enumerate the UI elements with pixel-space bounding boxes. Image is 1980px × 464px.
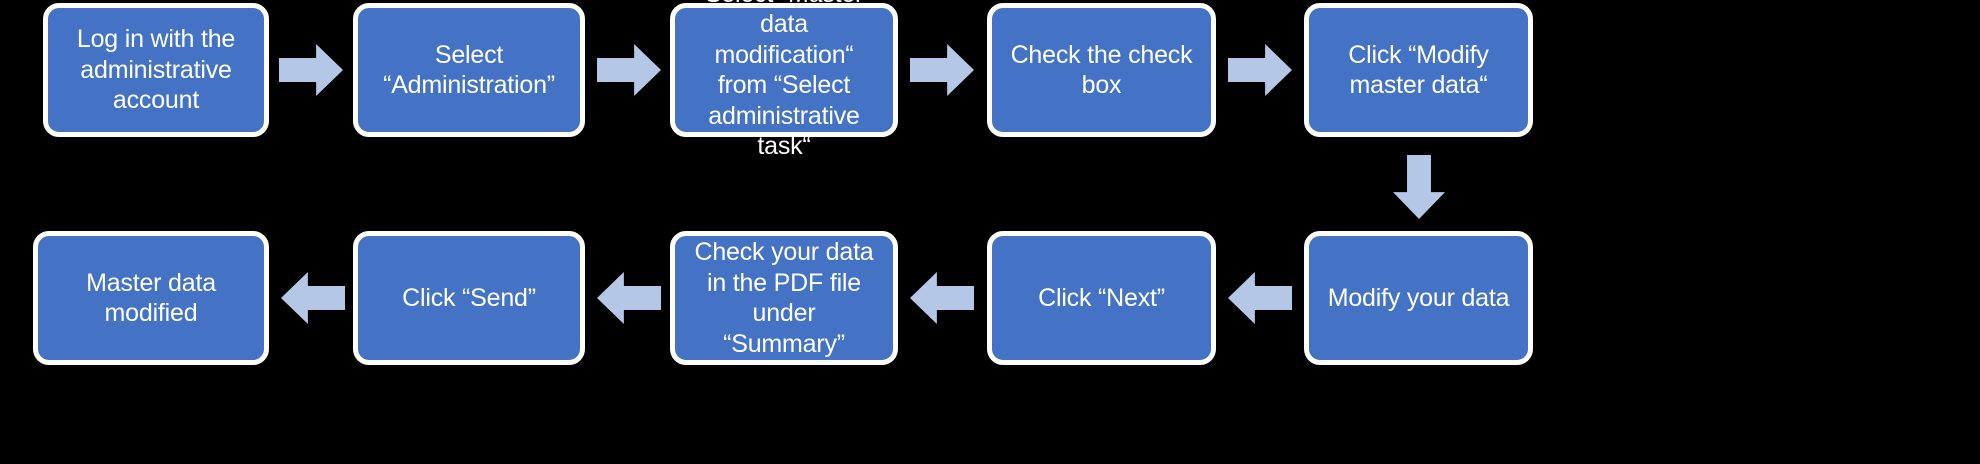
arrow-right-icon (1228, 44, 1292, 96)
flow-node-step-5[interactable]: Click “Modify master data“ (1304, 3, 1533, 137)
arrow-left-icon (597, 272, 661, 324)
flow-node-step-10[interactable]: Master data modified (33, 231, 269, 365)
arrow-left-icon (281, 272, 345, 324)
arrow-right-icon (597, 44, 661, 96)
arrow-left-icon (1228, 272, 1292, 324)
arrow-right-icon (910, 44, 974, 96)
flow-node-label: Select “Master data modification“ from “… (705, 0, 864, 160)
flow-node-label: Modify your data (1327, 283, 1510, 312)
arrow-down-icon (1393, 155, 1445, 219)
flow-node-step-7[interactable]: Click “Next” (987, 231, 1216, 365)
flow-node-label: Master data modified (86, 268, 216, 328)
flow-node-label: Check the check box (1010, 40, 1193, 100)
flow-node-label: Click “Next” (1038, 283, 1165, 312)
flow-node-step-8[interactable]: Check your data in the PDF file under “S… (670, 231, 898, 365)
flow-node-label: Click “Send” (402, 283, 536, 312)
flow-node-step-1[interactable]: Log in with the administrative account (43, 3, 269, 137)
flow-node-step-3[interactable]: Select “Master data modification“ from “… (670, 0, 898, 160)
flow-node-label: Click “Modify master data“ (1348, 40, 1489, 100)
flow-node-step-4[interactable]: Check the check box (987, 3, 1216, 137)
flow-node-label: Log in with the administrative account (76, 25, 236, 115)
arrow-left-icon (910, 272, 974, 324)
arrow-right-icon (279, 44, 343, 96)
flow-node-step-6[interactable]: Modify your data (1304, 231, 1533, 365)
flow-node-label: Select “Administration” (383, 40, 555, 100)
flow-node-step-2[interactable]: Select “Administration” (353, 3, 585, 137)
flow-node-step-9[interactable]: Click “Send” (353, 231, 585, 365)
flow-node-label: Check your data in the PDF file under “S… (694, 238, 874, 358)
